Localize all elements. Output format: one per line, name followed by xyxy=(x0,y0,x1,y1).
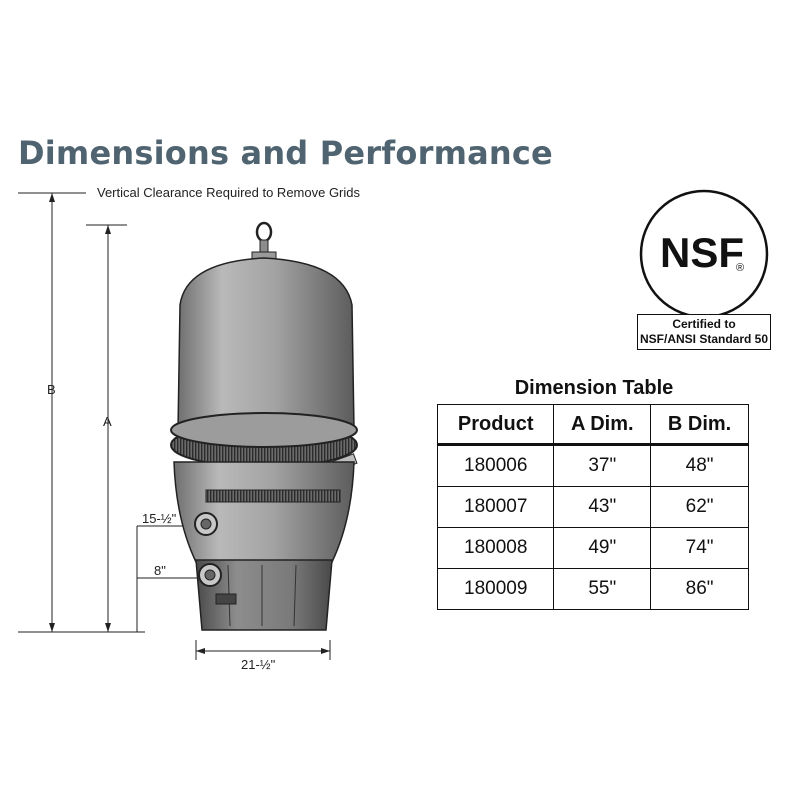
nsf-cert-line2: NSF/ANSI Standard 50 xyxy=(639,332,769,346)
dimension-table: Product A Dim. B Dim. 180006 37" 48" 180… xyxy=(436,404,749,610)
clearance-note: Vertical Clearance Required to Remove Gr… xyxy=(97,185,361,200)
nsf-logo: NSF ® xyxy=(639,189,769,319)
page-title: Dimensions and Performance xyxy=(18,134,553,172)
product-cell: 180008 xyxy=(436,527,555,569)
filter-illustration xyxy=(170,221,358,631)
header-a-dim: A Dim. xyxy=(553,404,652,445)
b-dim-cell: 86" xyxy=(650,568,749,610)
table-header-row: Product A Dim. B Dim. xyxy=(436,404,749,445)
dim-a-label: A xyxy=(103,414,112,429)
table-row: 180008 49" 74" xyxy=(436,527,749,569)
b-dim-cell: 48" xyxy=(650,444,749,487)
table-row: 180007 43" 62" xyxy=(436,486,749,528)
table-row: 180009 55" 86" xyxy=(436,568,749,610)
table-row: 180006 37" 48" xyxy=(436,444,749,487)
width-label: 21-½" xyxy=(241,657,276,672)
nsf-cert-line1: Certified to xyxy=(672,317,736,331)
nsf-certification-box: Certified to NSF/ANSI Standard 50 xyxy=(637,314,771,350)
product-cell: 180007 xyxy=(436,486,555,528)
a-dim-cell: 49" xyxy=(553,527,652,569)
header-b-dim: B Dim. xyxy=(650,404,749,445)
nsf-logo-text: NSF xyxy=(660,229,744,276)
a-dim-cell: 43" xyxy=(553,486,652,528)
header-product: Product xyxy=(436,404,555,445)
product-cell: 180006 xyxy=(436,444,555,487)
a-dim-cell: 37" xyxy=(553,444,652,487)
nsf-registered-mark: ® xyxy=(736,262,744,274)
dimension-table-title: Dimension Table xyxy=(514,377,674,399)
b-dim-cell: 74" xyxy=(650,527,749,569)
a-dim-cell: 55" xyxy=(553,568,652,610)
outlet-height-label: 8" xyxy=(154,563,166,578)
dim-b-label: B xyxy=(47,382,56,397)
b-dim-cell: 62" xyxy=(650,486,749,528)
product-cell: 180009 xyxy=(436,568,555,610)
inlet-height-label: 15-½" xyxy=(142,511,177,526)
arrowheads xyxy=(49,193,330,654)
